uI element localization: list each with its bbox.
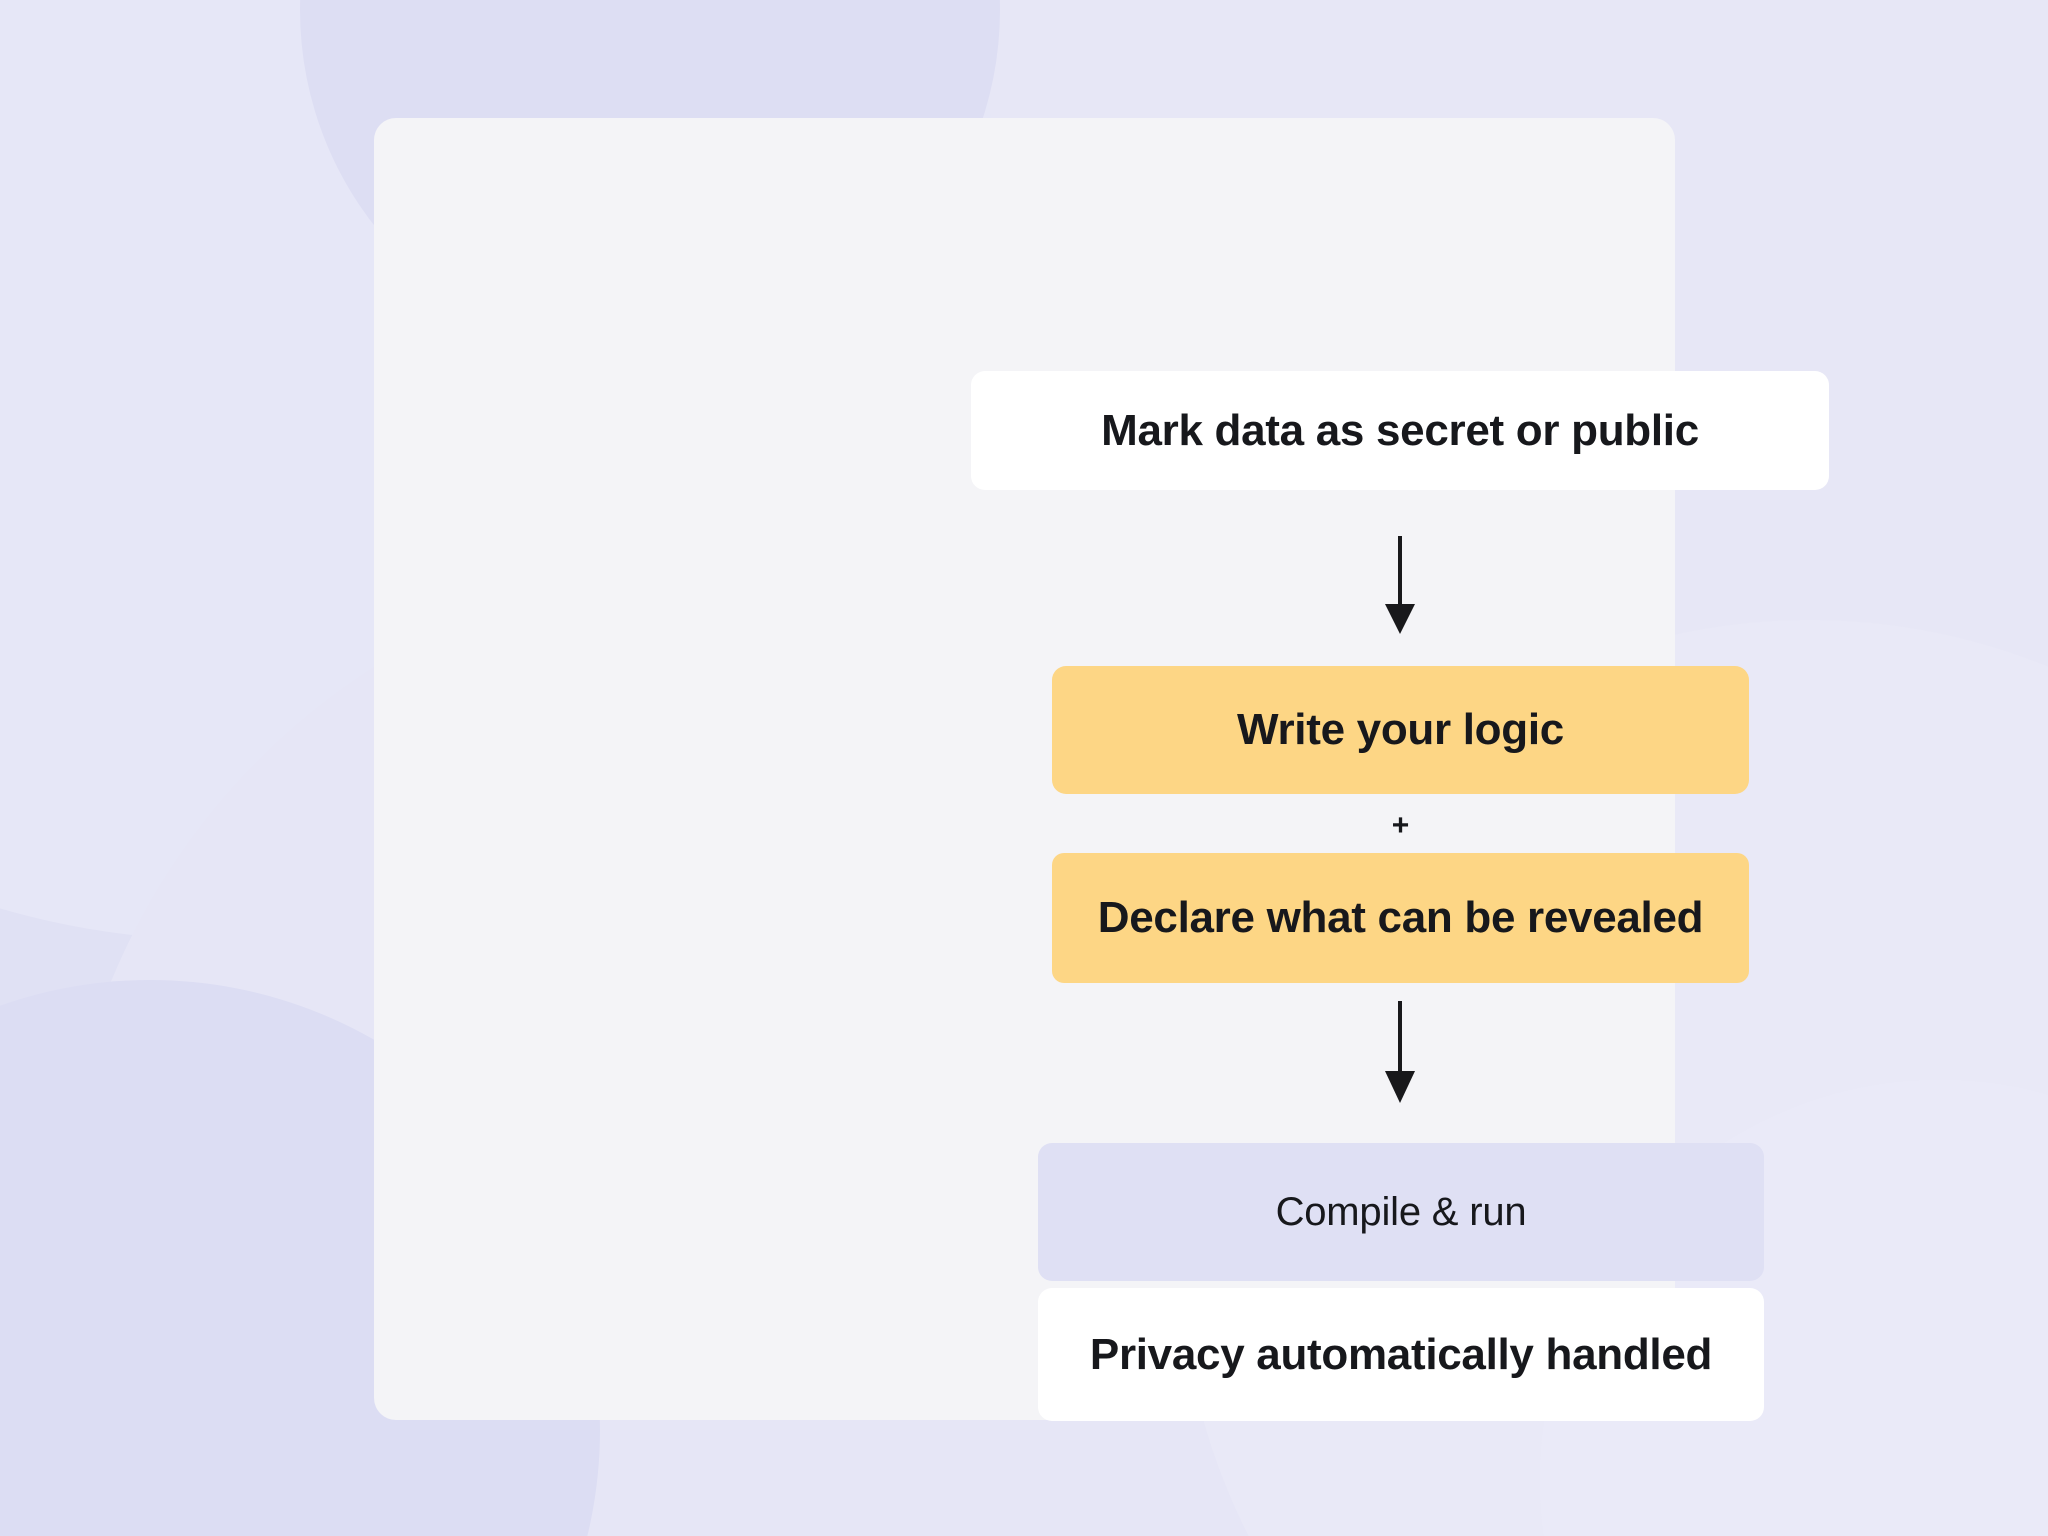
plus-separator: + bbox=[1391, 809, 1410, 842]
down-arrow-icon-2 bbox=[1377, 1001, 1423, 1105]
down-arrow-icon-1 bbox=[1377, 536, 1423, 636]
flow-node-privacy-handled: Privacy automatically handled bbox=[1038, 1288, 1764, 1421]
flow-node-label: Declare what can be revealed bbox=[1097, 893, 1704, 942]
flow-node-label: Write your logic bbox=[1237, 705, 1564, 754]
flow-node-compile-run: Compile & run bbox=[1038, 1143, 1764, 1281]
flow-node-label: Compile & run bbox=[1275, 1189, 1527, 1234]
flow-node-mark-data: Mark data as secret or public bbox=[971, 371, 1829, 490]
flow-node-declare-revealed: Declare what can be revealed bbox=[1052, 853, 1749, 983]
flow-node-write-logic: Write your logic bbox=[1052, 666, 1749, 794]
flow-node-label: Mark data as secret or public bbox=[1101, 405, 1699, 455]
flow-node-label: Privacy automatically handled bbox=[1089, 1329, 1713, 1379]
diagram-card: Mark data as secret or public Write your… bbox=[374, 118, 1829, 1421]
